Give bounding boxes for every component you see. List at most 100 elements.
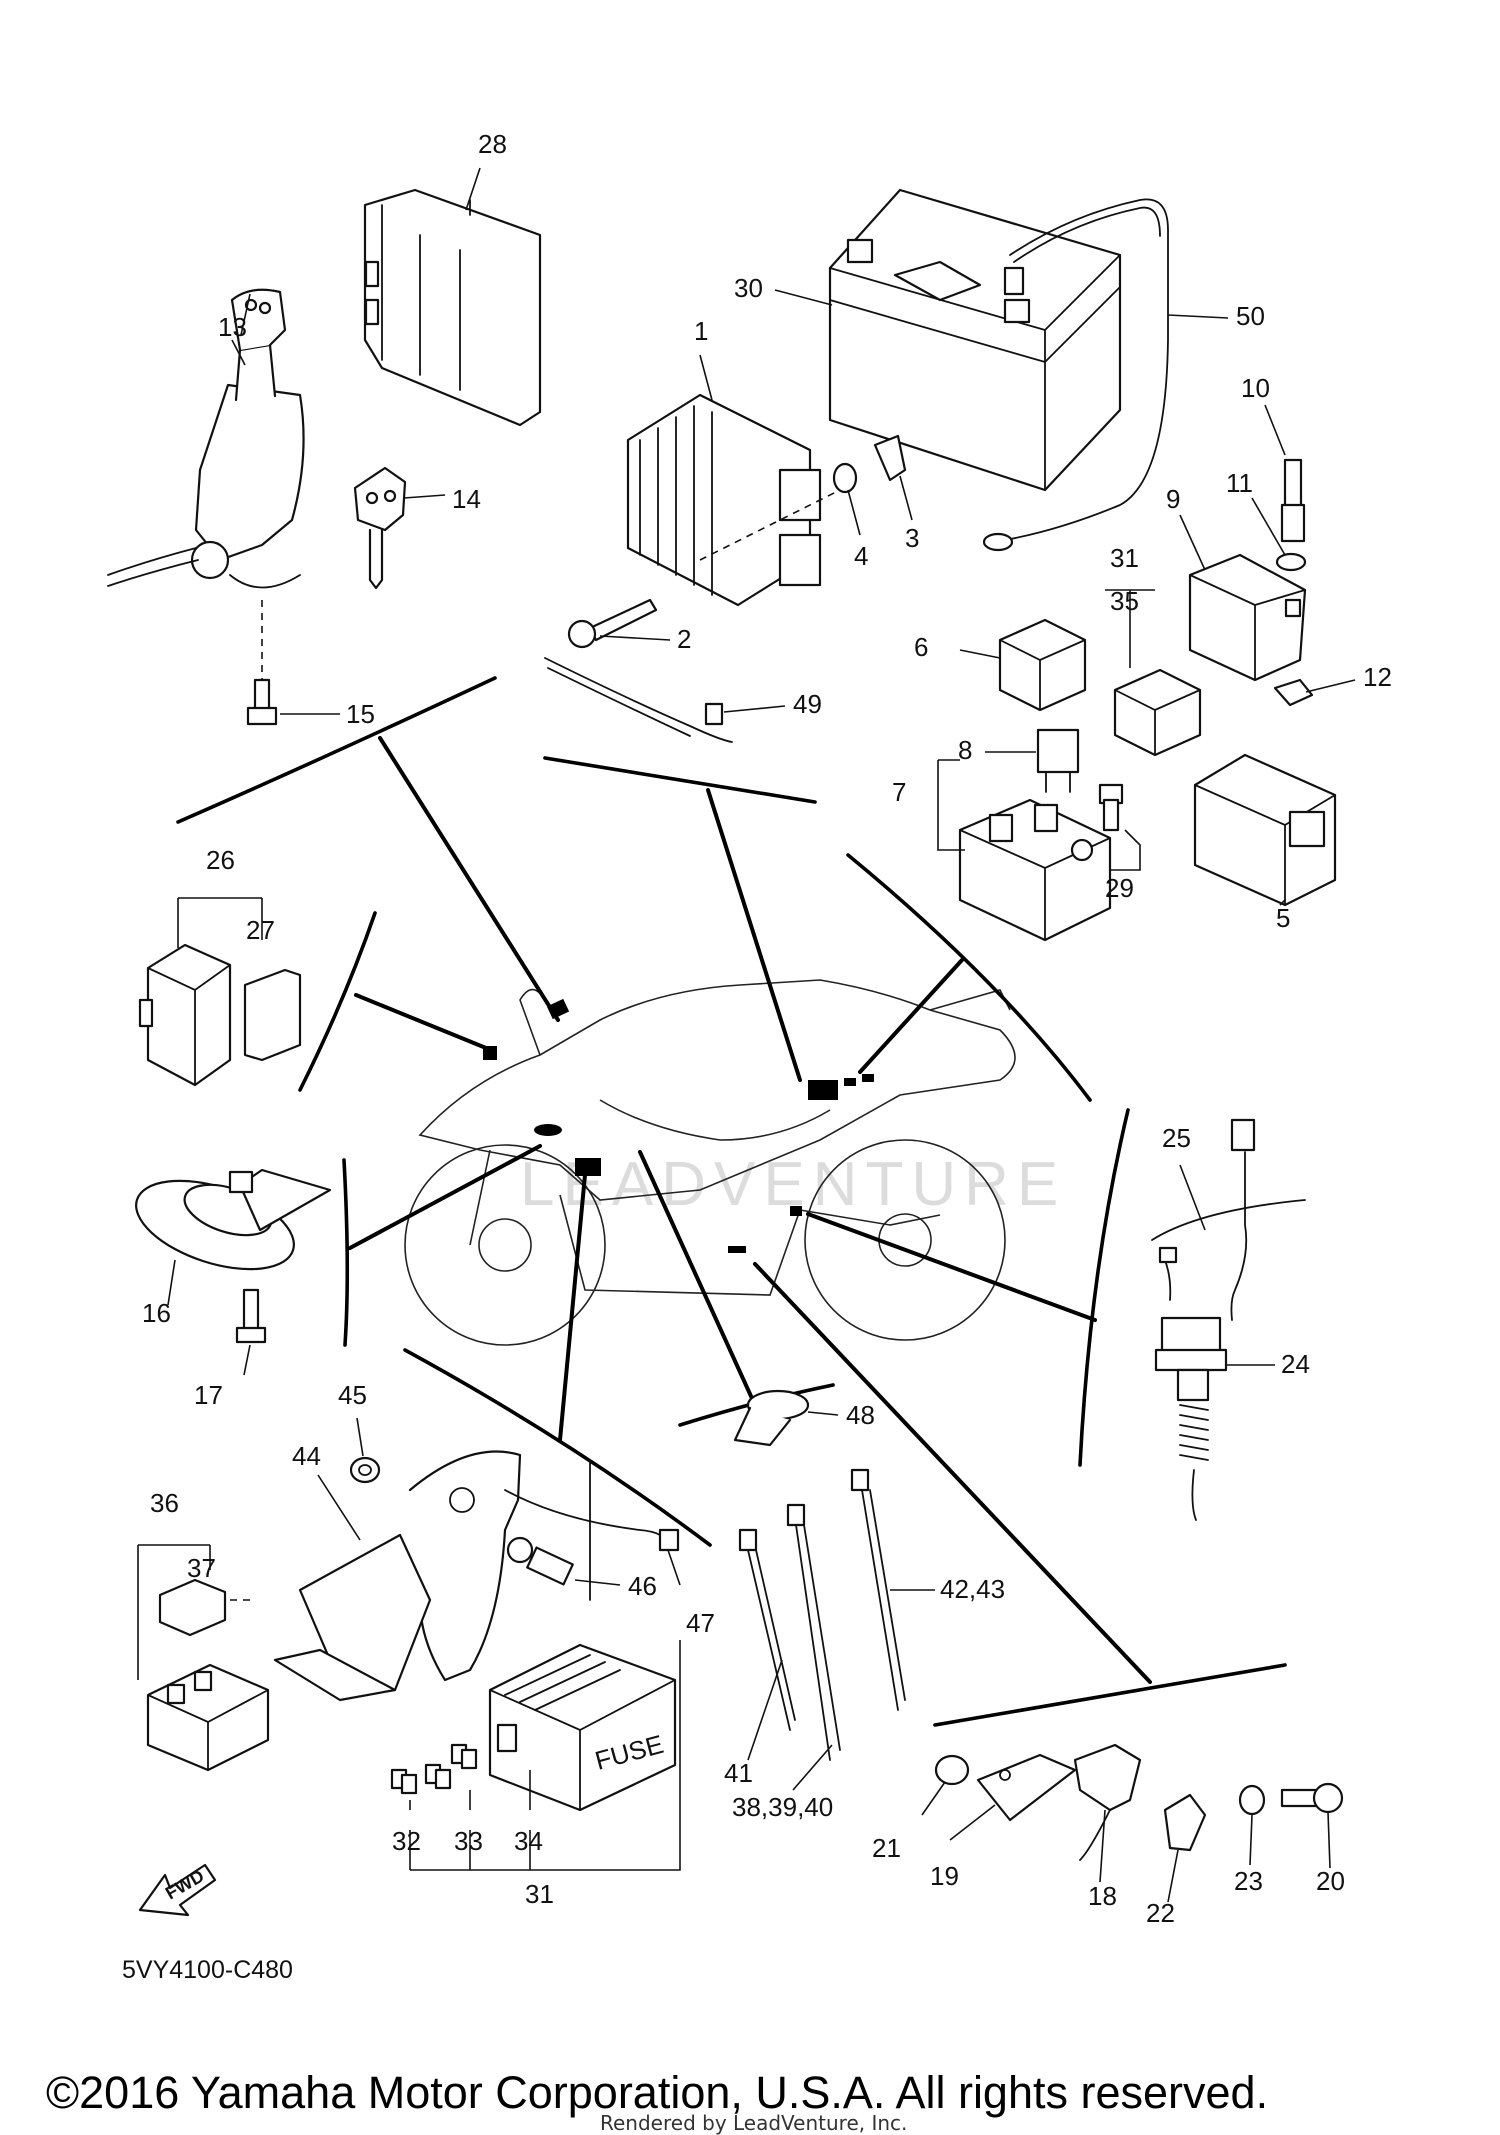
label-37: 37 bbox=[187, 1553, 216, 1583]
label-32: 32 bbox=[392, 1826, 421, 1856]
label-16: 16 bbox=[142, 1298, 171, 1328]
label-38-39-40: 38,39,40 bbox=[732, 1792, 833, 1822]
washer-23 bbox=[1238, 1784, 1266, 1816]
label-2: 2 bbox=[677, 624, 691, 654]
label-11: 11 bbox=[1226, 468, 1253, 498]
relay-cover-27 bbox=[243, 968, 302, 1062]
label-19: 19 bbox=[930, 1861, 959, 1891]
label-29: 29 bbox=[1105, 873, 1134, 903]
label-5: 5 bbox=[1276, 903, 1290, 933]
battery-cable bbox=[982, 198, 1169, 552]
label-6: 6 bbox=[914, 632, 928, 662]
fuse-box: FUSE bbox=[488, 1643, 677, 1812]
fuse-32 bbox=[390, 1768, 418, 1795]
label-23: 23 bbox=[1234, 1866, 1263, 1896]
cable-tie-42 bbox=[850, 1468, 906, 1711]
switch-18 bbox=[1073, 1743, 1142, 1861]
sensor-wire-25 bbox=[1151, 1118, 1306, 1321]
relay-37 bbox=[158, 1578, 227, 1637]
ecu-unit bbox=[363, 188, 542, 427]
label-8: 8 bbox=[958, 735, 972, 765]
cable-tie-41 bbox=[738, 1528, 796, 1731]
sensor-24 bbox=[1154, 1316, 1228, 1521]
relay-6 bbox=[998, 618, 1087, 712]
label-31b: 31 bbox=[525, 1879, 554, 1909]
relay-9 bbox=[1188, 553, 1307, 682]
connector-47 bbox=[504, 1459, 680, 1601]
label-45: 45 bbox=[338, 1380, 367, 1410]
rectifier-regulator bbox=[626, 393, 822, 607]
label-49: 49 bbox=[793, 689, 822, 719]
callout-labels: 28 13 14 15 1 2 3 4 30 50 10 11 9 31 35 … bbox=[142, 129, 1392, 1928]
label-1: 1 bbox=[694, 316, 708, 346]
clamp-48 bbox=[733, 1389, 810, 1447]
label-27: 27 bbox=[246, 915, 275, 945]
label-18: 18 bbox=[1088, 1881, 1117, 1911]
label-12: 12 bbox=[1363, 662, 1392, 692]
label-20: 20 bbox=[1316, 1866, 1345, 1896]
wire-clip-49 bbox=[544, 657, 733, 743]
bolt-10 bbox=[1280, 458, 1306, 543]
copyright-notice: ©2016 Yamaha Motor Corporation, U.S.A. A… bbox=[46, 2067, 1268, 2118]
label-24: 24 bbox=[1281, 1349, 1310, 1379]
label-42-43: 42,43 bbox=[940, 1574, 1005, 1604]
label-22: 22 bbox=[1146, 1898, 1175, 1928]
bracket-12 bbox=[1273, 678, 1314, 707]
cable-tie-38 bbox=[786, 1503, 841, 1761]
label-46: 46 bbox=[628, 1571, 657, 1601]
motorcycle-illustration bbox=[404, 979, 1016, 1346]
bracket-19 bbox=[976, 1753, 1077, 1822]
grommet-45 bbox=[349, 1456, 381, 1484]
label-26: 26 bbox=[206, 845, 235, 875]
washer-4 bbox=[832, 462, 858, 494]
bolt-15 bbox=[246, 678, 278, 726]
relay-36 bbox=[146, 1663, 270, 1772]
label-44: 44 bbox=[292, 1441, 321, 1471]
label-28: 28 bbox=[478, 129, 507, 159]
horn bbox=[135, 1168, 332, 1271]
label-33: 33 bbox=[454, 1826, 483, 1856]
bolt-17 bbox=[235, 1288, 267, 1344]
label-15: 15 bbox=[346, 699, 375, 729]
watermark-text: LEADVENTURE bbox=[520, 1150, 1066, 1219]
washer-11 bbox=[1275, 552, 1307, 572]
label-48: 48 bbox=[846, 1400, 875, 1430]
label-14: 14 bbox=[452, 484, 481, 514]
label-36: 36 bbox=[150, 1488, 179, 1518]
bracket-plate-44 bbox=[273, 1450, 522, 1702]
label-35: 35 bbox=[1110, 586, 1139, 616]
label-34: 34 bbox=[514, 1826, 543, 1856]
callout-lines bbox=[176, 676, 1287, 1727]
diagram-code: 5VY4100-C480 bbox=[122, 1956, 293, 1984]
label-31a: 31 bbox=[1110, 543, 1139, 573]
label-4: 4 bbox=[854, 541, 868, 571]
label-9: 9 bbox=[1166, 484, 1180, 514]
ignition-switch bbox=[107, 288, 305, 589]
battery bbox=[828, 188, 1122, 492]
screw-20 bbox=[1280, 1782, 1344, 1814]
ignition-key bbox=[353, 466, 407, 590]
nut-21 bbox=[934, 1754, 970, 1786]
label-41: 41 bbox=[724, 1758, 753, 1788]
fuse-34 bbox=[450, 1743, 478, 1770]
label-30: 30 bbox=[734, 273, 763, 303]
bolt-2 bbox=[567, 598, 658, 649]
label-25: 25 bbox=[1162, 1123, 1191, 1153]
bolt-29 bbox=[1098, 783, 1124, 832]
relay-35 bbox=[1113, 668, 1202, 757]
label-50: 50 bbox=[1236, 301, 1265, 331]
label-21: 21 bbox=[872, 1833, 901, 1863]
label-17: 17 bbox=[194, 1380, 223, 1410]
relay-5 bbox=[1193, 753, 1337, 907]
starter-relay-7 bbox=[958, 798, 1112, 942]
fuse-8 bbox=[1036, 728, 1080, 793]
label-3: 3 bbox=[905, 523, 919, 553]
label-7: 7 bbox=[892, 777, 906, 807]
label-47: 47 bbox=[686, 1608, 715, 1638]
bolt-46 bbox=[506, 1536, 574, 1586]
label-13: 13 bbox=[218, 312, 247, 342]
fuse-33 bbox=[424, 1763, 452, 1790]
rendered-by-notice: Rendered by LeadVenture, Inc. bbox=[600, 2111, 907, 2135]
terminal-3 bbox=[873, 434, 907, 482]
